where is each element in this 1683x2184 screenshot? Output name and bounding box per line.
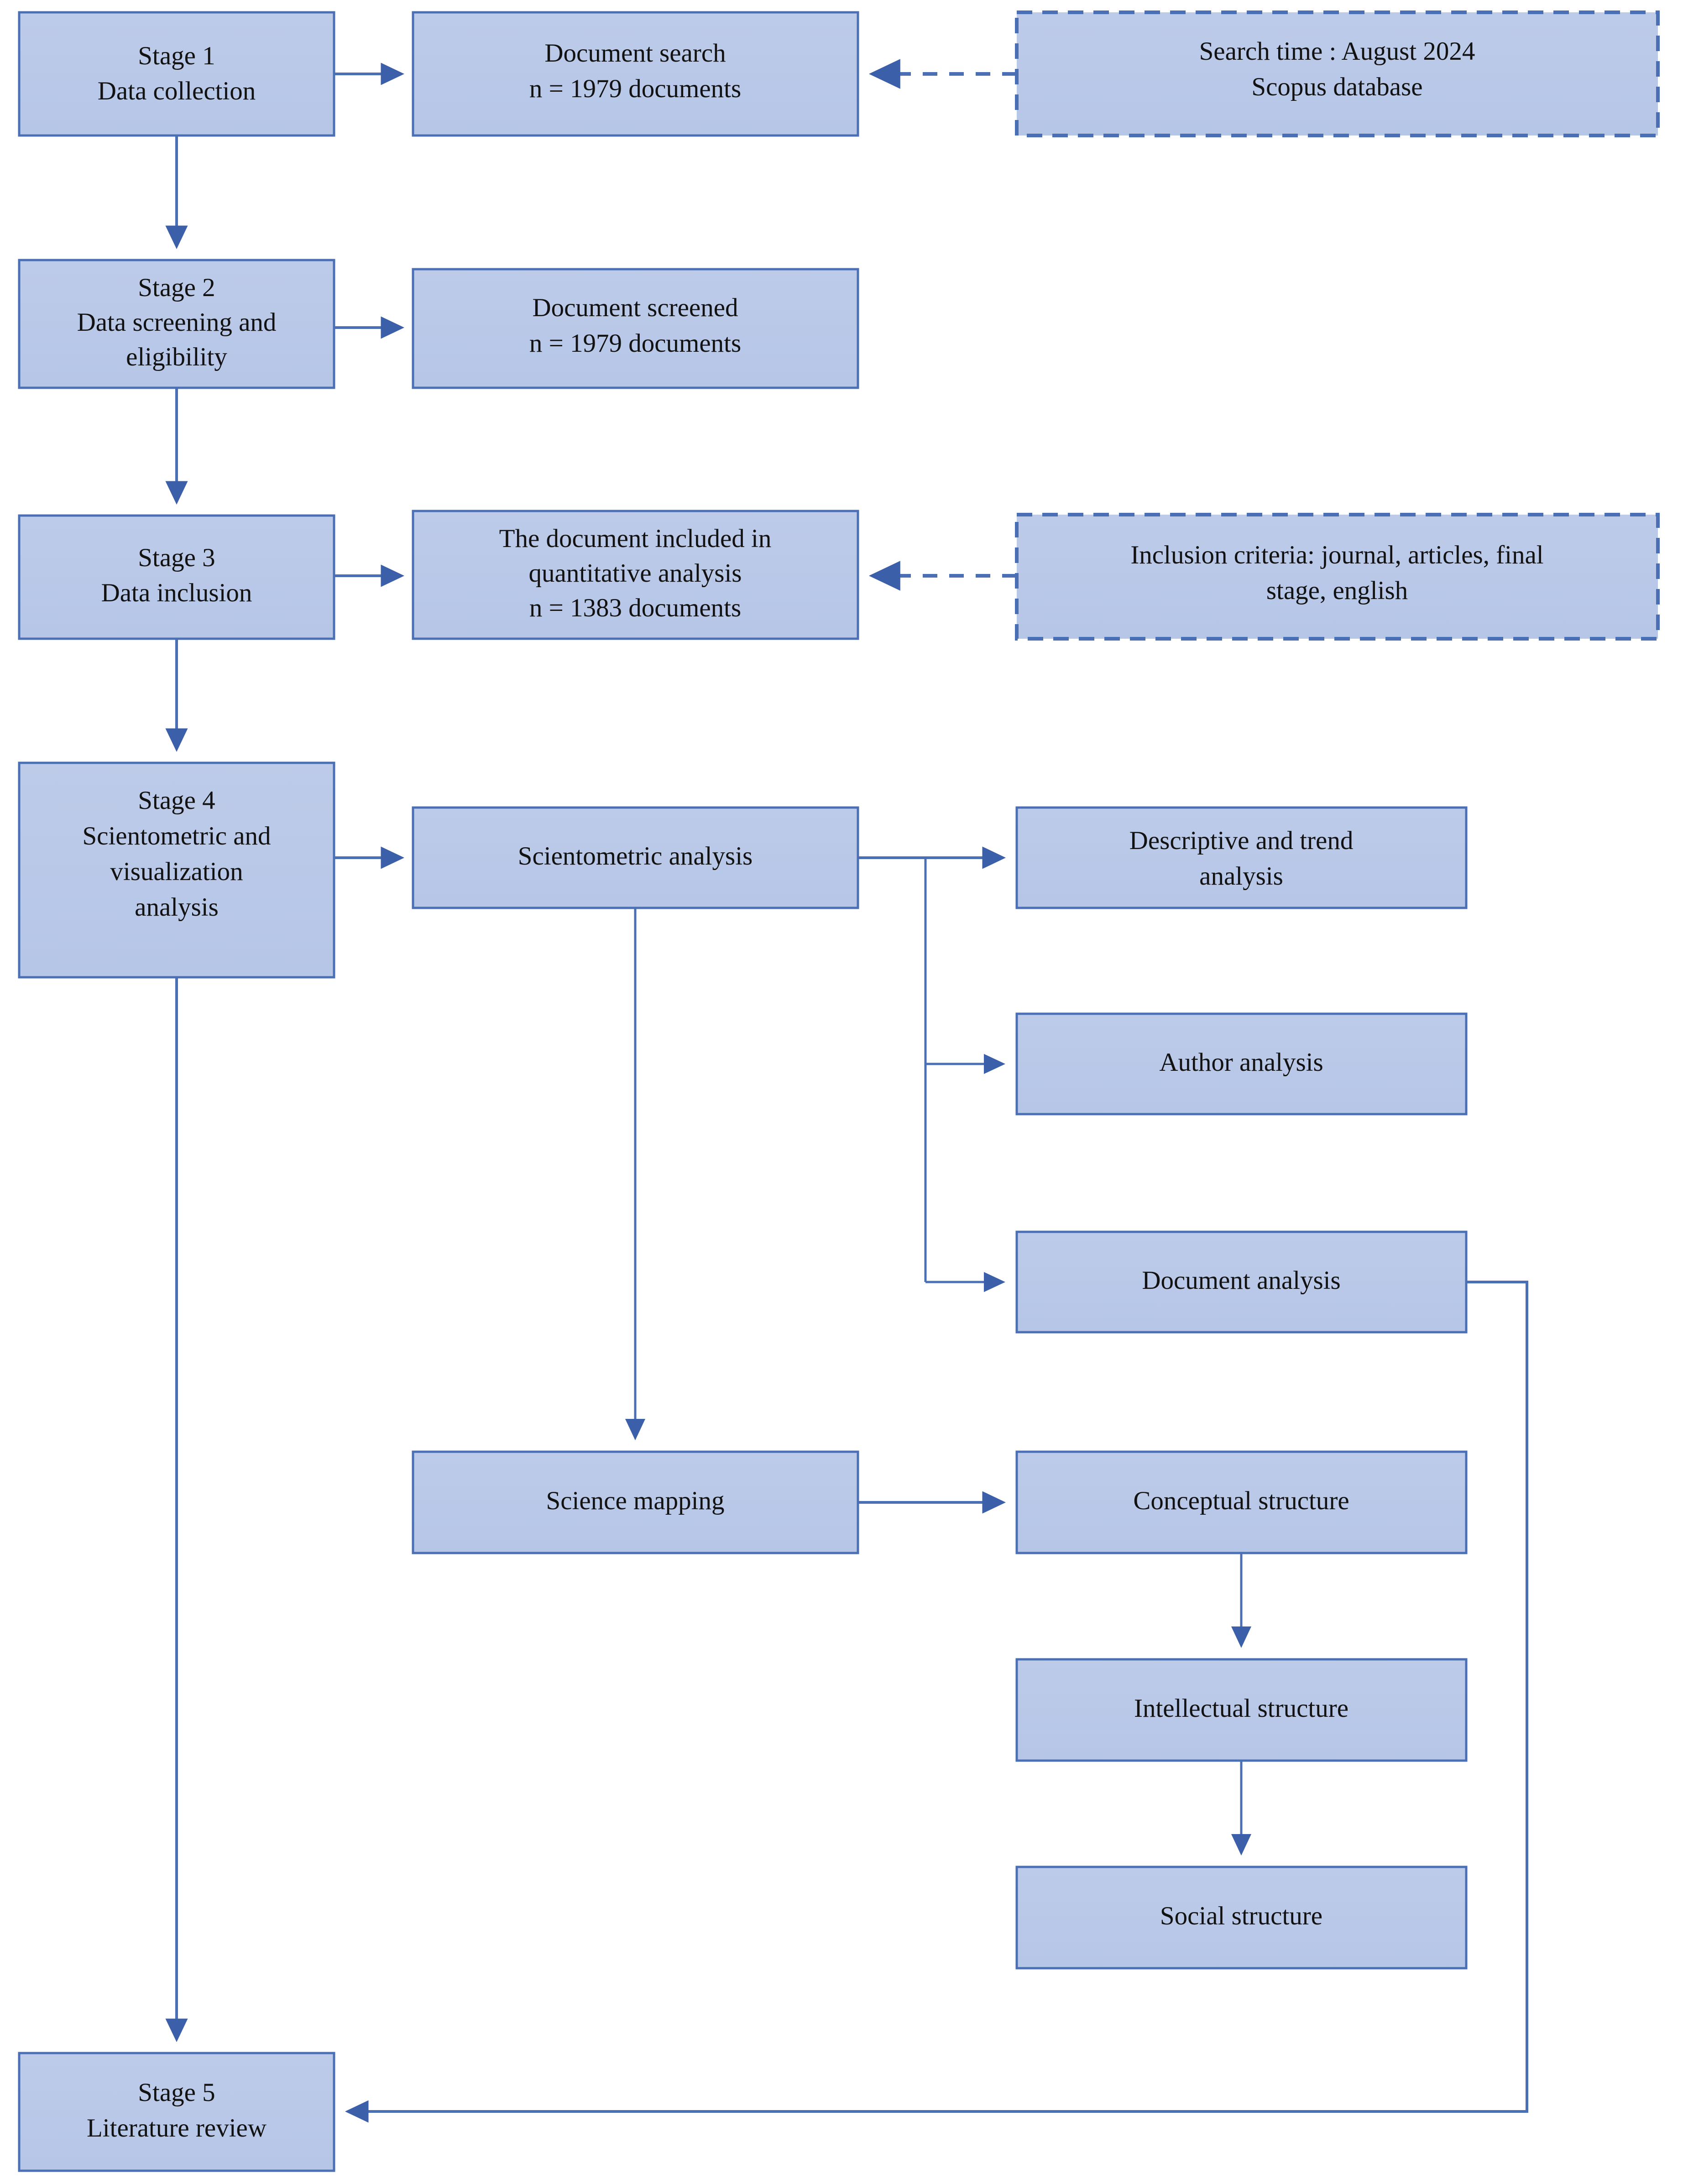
node-social-structure[interactable]: Social structure	[1015, 1866, 1468, 1970]
node-stage2-line-2: Data screening and	[77, 308, 277, 337]
node-stage1-line-1: Stage 1	[138, 42, 215, 70]
node-inclusion-criteria[interactable]: Inclusion criteria: journal, articles, f…	[1015, 513, 1660, 641]
node-inclusion-criteria-line-1: Inclusion criteria: journal, articles, f…	[1130, 541, 1543, 569]
node-descriptive-trend-analysis-line-2: analysis	[1199, 862, 1283, 891]
node-search-time-box[interactable]	[1015, 10, 1660, 137]
node-stage4-line-3: visualization	[110, 857, 243, 886]
node-document-included[interactable]: The document included in quantitative an…	[412, 510, 859, 640]
node-stage1-line-2: Data collection	[98, 77, 256, 105]
node-stage2-box[interactable]	[18, 259, 335, 389]
node-document-analysis[interactable]: Document analysis	[1015, 1230, 1468, 1334]
node-search-time-line-1: Search time : August 2024	[1199, 37, 1475, 66]
connector-layer	[165, 59, 1528, 2123]
node-document-included-line-3: n = 1383 documents	[529, 594, 741, 622]
node-search-time-line-2: Scopus database	[1251, 73, 1422, 101]
node-inclusion-criteria-box[interactable]	[1015, 513, 1660, 641]
node-layer: Stage 1 Data collection Document search …	[18, 10, 1660, 2172]
node-document-search-box[interactable]	[412, 11, 859, 137]
node-document-screened[interactable]: Document screened n = 1979 documents	[412, 268, 859, 389]
node-science-mapping[interactable]: Science mapping	[412, 1450, 859, 1554]
node-document-screened-line-2: n = 1979 documents	[529, 329, 741, 358]
node-scientometric-analysis-box[interactable]	[412, 806, 859, 909]
node-document-included-line-2: quantitative analysis	[529, 559, 742, 588]
node-document-search[interactable]: Document search n = 1979 documents	[412, 11, 859, 137]
node-conceptual-structure-label: Conceptual structure	[1133, 1486, 1349, 1515]
node-stage4[interactable]: Stage 4 Scientometric and visualization …	[18, 761, 335, 979]
node-document-screened-line-1: Document screened	[532, 293, 738, 322]
node-document-search-line-1: Document search	[544, 39, 726, 68]
node-search-time[interactable]: Search time : August 2024 Scopus databas…	[1015, 10, 1660, 137]
node-document-included-line-1: The document included in	[499, 524, 772, 553]
node-conceptual-structure-box[interactable]	[1015, 1450, 1468, 1554]
node-document-included-box[interactable]	[412, 510, 859, 640]
node-descriptive-trend-analysis-line-1: Descriptive and trend	[1129, 826, 1354, 855]
node-stage3-box[interactable]	[18, 514, 335, 640]
node-stage1-box[interactable]	[18, 11, 335, 137]
node-document-analysis-box[interactable]	[1015, 1230, 1468, 1334]
node-conceptual-structure[interactable]: Conceptual structure	[1015, 1450, 1468, 1554]
node-stage5-box[interactable]	[18, 2052, 335, 2172]
node-intellectual-structure[interactable]: Intellectual structure	[1015, 1658, 1468, 1762]
node-stage3[interactable]: Stage 3 Data inclusion	[18, 514, 335, 640]
node-science-mapping-label: Science mapping	[546, 1486, 725, 1515]
node-stage2-line-1: Stage 2	[138, 273, 215, 302]
node-stage4-line-4: analysis	[135, 893, 219, 922]
node-stage4-box[interactable]	[18, 761, 335, 979]
node-stage1[interactable]: Stage 1 Data collection	[18, 11, 335, 137]
node-scientometric-analysis-label: Scientometric analysis	[518, 842, 753, 870]
node-stage4-line-2: Scientometric and	[82, 822, 271, 850]
node-descriptive-trend-analysis[interactable]: Descriptive and trend analysis	[1015, 806, 1468, 909]
node-descriptive-trend-analysis-box[interactable]	[1015, 806, 1468, 909]
node-document-screened-box[interactable]	[412, 268, 859, 389]
connector-document-analysis-to-stage5	[345, 1281, 1528, 2123]
node-stage4-line-1: Stage 4	[138, 786, 215, 815]
node-stage5[interactable]: Stage 5 Literature review	[18, 2052, 335, 2172]
node-author-analysis[interactable]: Author analysis	[1015, 1012, 1468, 1115]
node-social-structure-label: Social structure	[1160, 1902, 1322, 1930]
node-stage2-line-3: eligibility	[126, 343, 227, 371]
node-intellectual-structure-label: Intellectual structure	[1134, 1694, 1348, 1723]
node-stage3-line-1: Stage 3	[138, 543, 215, 572]
node-stage3-line-2: Data inclusion	[101, 579, 252, 607]
node-document-analysis-label: Document analysis	[1142, 1266, 1340, 1295]
node-social-structure-box[interactable]	[1015, 1866, 1468, 1970]
node-inclusion-criteria-line-2: stage, english	[1266, 576, 1408, 605]
node-stage2[interactable]: Stage 2 Data screening and eligibility	[18, 259, 335, 389]
node-author-analysis-label: Author analysis	[1159, 1048, 1323, 1077]
node-intellectual-structure-box[interactable]	[1015, 1658, 1468, 1762]
node-document-search-line-2: n = 1979 documents	[529, 74, 741, 103]
node-author-analysis-box[interactable]	[1015, 1012, 1468, 1115]
node-science-mapping-box[interactable]	[412, 1450, 859, 1554]
node-stage5-line-2: Literature review	[87, 2114, 267, 2142]
node-stage5-line-1: Stage 5	[138, 2078, 215, 2107]
node-scientometric-analysis[interactable]: Scientometric analysis	[412, 806, 859, 909]
